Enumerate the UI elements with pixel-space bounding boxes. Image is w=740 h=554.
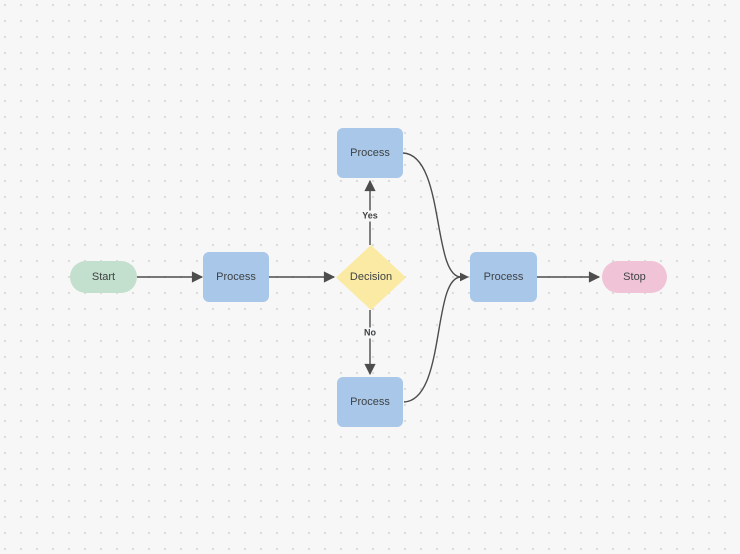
process-node-right-label: Process	[483, 270, 524, 283]
process-node-top-label: Process	[350, 146, 390, 159]
edge-label-no[interactable]: No	[361, 327, 379, 339]
process-node-top[interactable]: Process	[337, 128, 403, 178]
decision-node-label: Decision	[349, 271, 393, 284]
start-node[interactable]: Start	[70, 261, 137, 293]
process-node-1[interactable]: Process	[203, 252, 269, 302]
process-node-bottom[interactable]: Process	[337, 377, 403, 427]
process-node-right[interactable]: Process	[470, 252, 537, 302]
stop-node-label: Stop	[623, 270, 646, 283]
process-node-1-label: Process	[216, 270, 256, 283]
edge-label-yes[interactable]: Yes	[359, 210, 381, 222]
connector-process-top-to-process-right[interactable]	[402, 152, 462, 278]
process-node-bottom-label: Process	[350, 395, 390, 408]
start-node-label: Start	[91, 270, 116, 283]
connector-process-bottom-to-process-right[interactable]	[403, 276, 462, 403]
stop-node[interactable]: Stop	[602, 261, 667, 293]
merged-arrowhead	[460, 272, 469, 282]
